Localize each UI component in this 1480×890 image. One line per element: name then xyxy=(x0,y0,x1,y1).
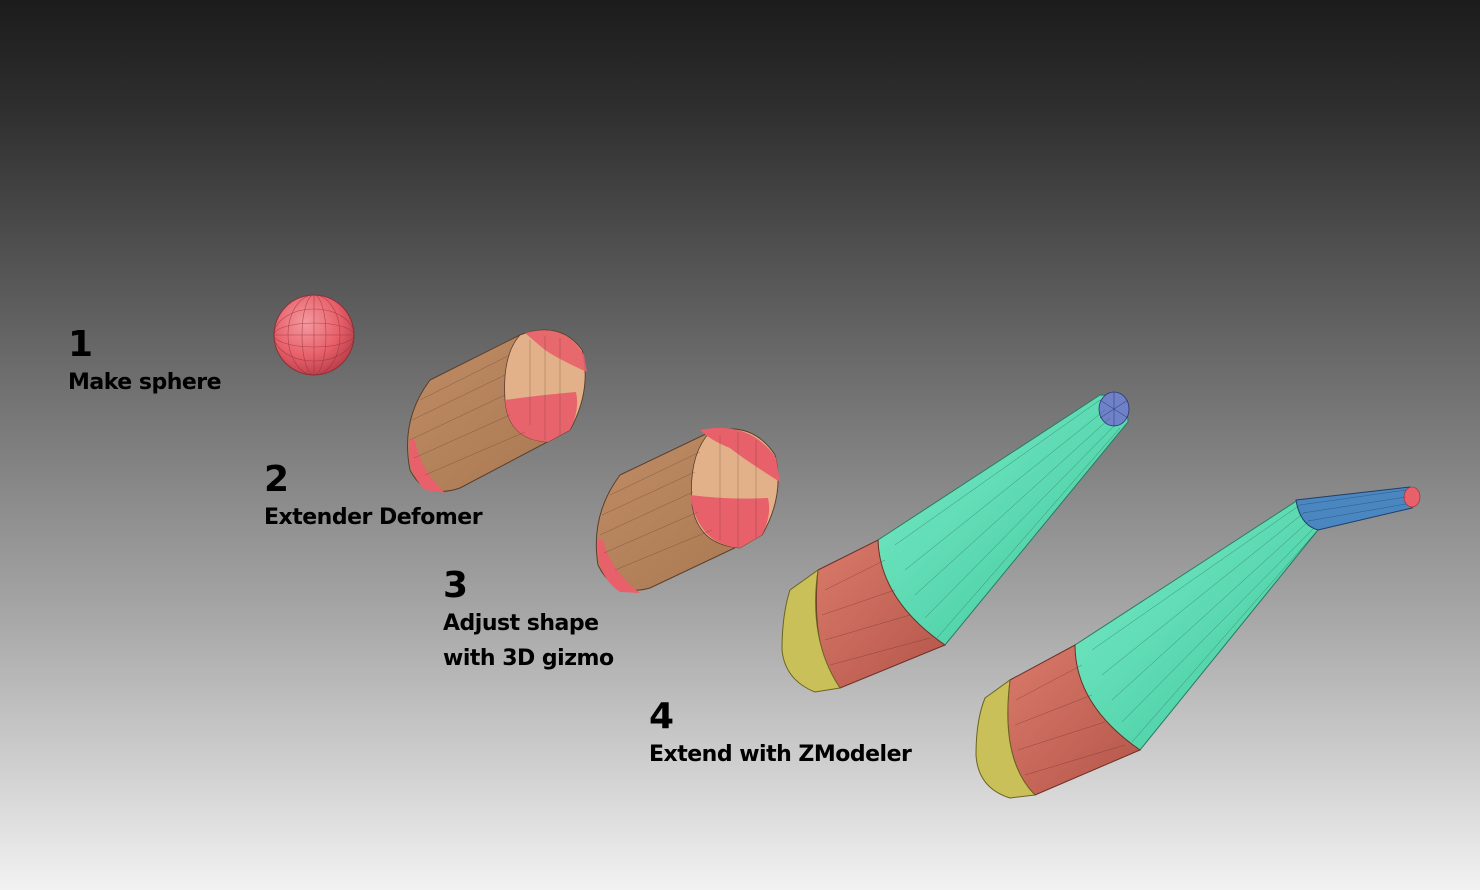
step-1: 1 Make sphere xyxy=(68,324,222,400)
step-1-number: 1 xyxy=(68,324,93,365)
extended-cone-model xyxy=(781,391,1130,693)
extended-cone-with-tip-model xyxy=(975,486,1421,799)
step-3-label-line1: Adjust shape xyxy=(443,611,599,636)
adjusted-shape-model xyxy=(595,427,780,593)
step-1-label: Make sphere xyxy=(68,370,222,395)
step-3-number: 3 xyxy=(443,565,468,606)
extended-capsule-model xyxy=(407,329,587,493)
step-2-number: 2 xyxy=(264,459,289,500)
step-3: 3 Adjust shape with 3D gizmo xyxy=(443,566,614,676)
step-2-label: Extender Defomer xyxy=(264,505,483,530)
step-4-label: Extend with ZModeler xyxy=(649,742,912,767)
step-4-number: 4 xyxy=(649,696,674,737)
step-2: 2 Extender Defomer xyxy=(264,459,483,535)
sphere-model xyxy=(273,294,355,376)
step-4: 4 Extend with ZModeler xyxy=(649,696,912,772)
step-3-label-line2: with 3D gizmo xyxy=(443,646,614,671)
